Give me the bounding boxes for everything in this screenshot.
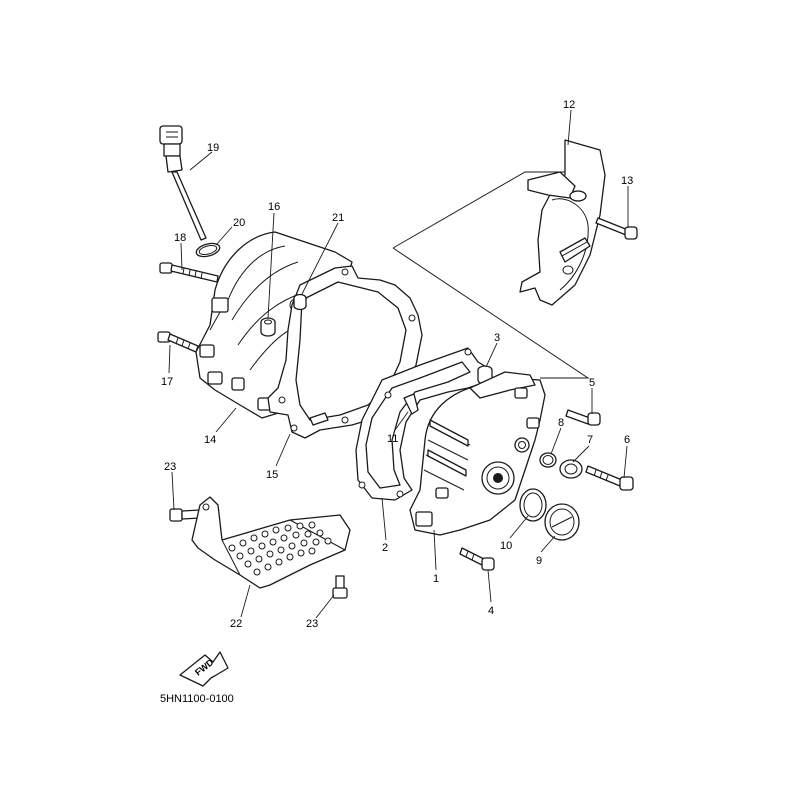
- callout-16: 16: [268, 201, 280, 213]
- callout-8: 8: [558, 417, 564, 429]
- callout-23-lower: 23: [306, 618, 318, 630]
- callout-9: 9: [536, 555, 542, 567]
- callout-2: 2: [382, 542, 388, 554]
- callout-10: 10: [500, 540, 512, 552]
- skid-plate-holes: [202, 503, 332, 576]
- callout-21: 21: [332, 212, 344, 224]
- callout-18: 18: [174, 232, 186, 244]
- callout-6: 6: [624, 434, 630, 446]
- assembly-reference-lines: [392, 171, 590, 379]
- part-11-bracket: [403, 393, 419, 415]
- callout-20: 20: [233, 217, 245, 229]
- callout-1: 1: [433, 573, 439, 585]
- callout-11: 11: [387, 433, 398, 445]
- part-18-bolt: [159, 262, 219, 283]
- part-23-bolt-lower: [332, 575, 348, 599]
- part-17-bolt: [157, 331, 199, 353]
- callout-22: 22: [230, 618, 242, 630]
- part-1-crankcase-cover: [409, 371, 546, 536]
- callout-5: 5: [589, 377, 595, 389]
- callout-3: 3: [494, 332, 500, 344]
- part-12-sprocket-cover: [519, 139, 606, 306]
- callout-14: 14: [204, 434, 216, 446]
- catalog-code: 5HN1100-0100: [160, 693, 234, 705]
- part-13-screw: [595, 217, 638, 240]
- callout-15: 15: [266, 469, 278, 481]
- part-2-gasket: [355, 347, 493, 501]
- callout-7: 7: [587, 434, 593, 446]
- callout-17: 17: [161, 376, 173, 388]
- part-4-bolt: [459, 547, 495, 571]
- part-20-o-ring: [195, 242, 221, 258]
- part-10-o-ring: [519, 488, 547, 522]
- part-8-o-ring: [539, 452, 557, 468]
- leader-lines: [168, 109, 629, 619]
- part-19-dipstick: [159, 125, 207, 241]
- callout-labels: 1 2 3 4 5 6 7 8 9 10 11 12 13 14 15 16 1…: [161, 99, 633, 630]
- part-23-bolt-upper: [169, 508, 201, 522]
- part-6-bolt: [585, 465, 634, 491]
- part-5-bolt: [565, 409, 601, 426]
- callout-12: 12: [563, 99, 575, 111]
- part-22-skid-plate: [191, 496, 351, 589]
- callout-23-upper: 23: [164, 461, 176, 473]
- fwd-direction-arrow: FWD: [179, 651, 229, 687]
- callout-4: 4: [488, 605, 494, 617]
- callout-19: 19: [207, 142, 219, 154]
- callout-13: 13: [621, 175, 633, 187]
- part-9-plug: [544, 503, 580, 541]
- part-16-dowel: [260, 317, 276, 337]
- part-21-dowel: [293, 293, 307, 311]
- part-7-plug: [559, 459, 583, 479]
